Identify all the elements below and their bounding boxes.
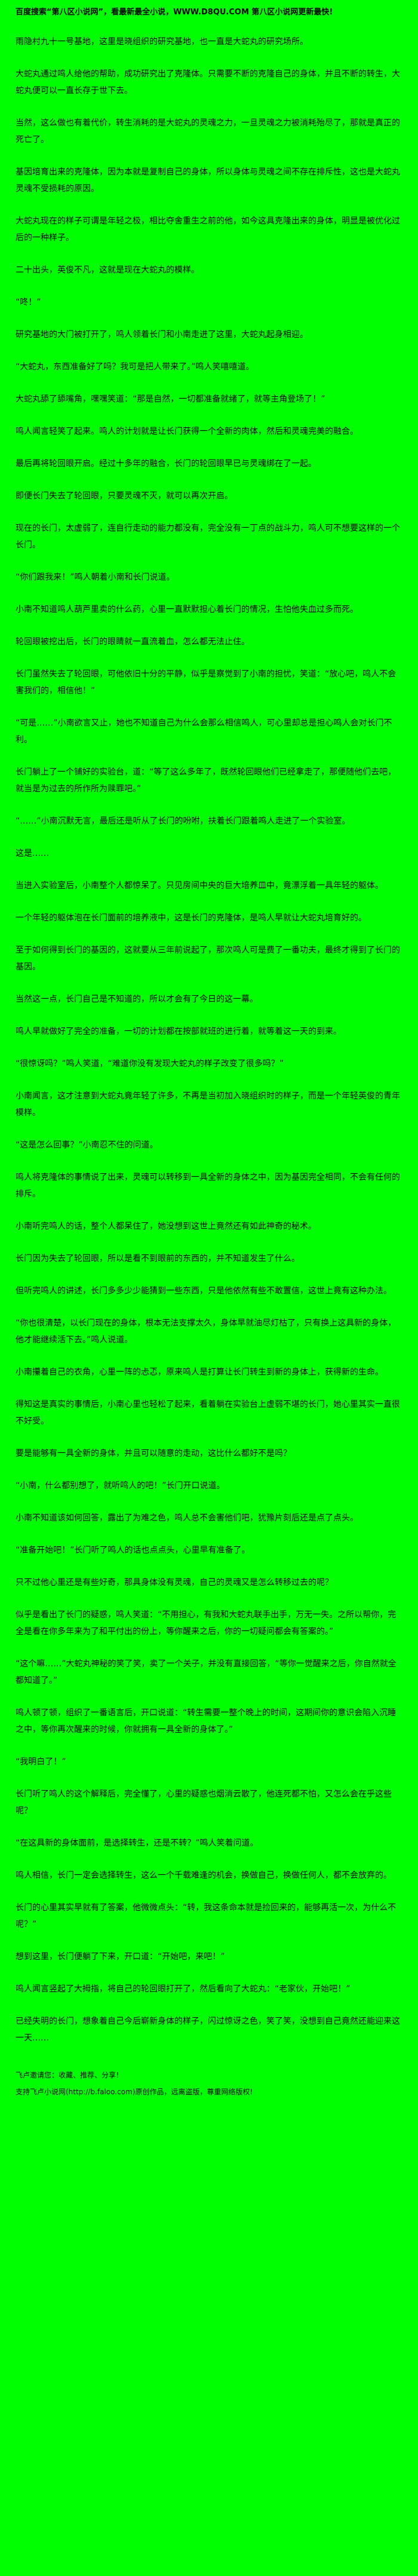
page-container: 百度搜索“第八区小说网”，看最新最全小说，WWW.D8QU.COM 第八区小说网… [16,8,402,2099]
site-promo-header: 百度搜索“第八区小说网”，看最新最全小说，WWW.D8QU.COM 第八区小说网… [16,8,333,17]
novel-paragraph: “大蛇丸，东西准备好了吗？我可是把人带来了。”鸣人笑嘻嘻道。 [16,362,254,372]
novel-paragraph: 当然，这么做也有着代价，转生消耗的是大蛇丸的灵魂之力，一旦灵魂之力被消耗殆尽了，… [16,118,400,145]
novel-paragraph: 现在的长门，太虚弱了，连自行走动的能力都没有，完全没有一丁点的战斗力，鸣人可不想… [16,524,400,550]
novel-paragraph: 雨隐村九十一号基地，这里是晓组织的研究基地，也一直是大蛇丸的研究场所。 [16,37,308,47]
novel-paragraph: “在这具新的身体面前，是选择转生，还是不转？”鸣人笑着问道。 [16,1838,259,1848]
novel-paragraph: 长门虽然失去了轮回眼，可他依旧十分的平静，似乎是察觉到了小南的担忧，笑道：“放心… [16,669,397,696]
footer-support-line: 支持飞卢小说网(http://b.faloo.com)原创作品，远离盗版，尊重网… [16,2088,253,2096]
novel-paragraph: 一个年轻的躯体泡在长门面前的培养液中，这是长门的克隆体，是鸣人早就让大蛇丸培育好… [16,913,367,923]
novel-paragraph: 鸣人相信，长门一定会选择转生，这么一个千载难逢的机会，换做自己，换做任何人，都不… [16,1871,392,1880]
novel-paragraph: 小南不知道该如何回答，露出了为难之色，鸣人总不会害他们吧，犹豫片刻后还是点了点头… [16,1513,358,1523]
novel-paragraph: 最后再将轮回眼开启。经过十多年的融合，长门的轮回眼早已与灵魂绑在了一起。 [16,459,316,469]
novel-paragraph: 鸣人顿了顿，组织了一番语言后，开口说道：“转生需要一整个晚上的时间，这期间你的意… [16,1708,397,1734]
novel-paragraph: 长门听了鸣人的这个解释后，完全懂了，心里的疑惑也烟消云散了，他连死都不怕，又怎么… [16,1789,392,1816]
novel-paragraph: 这是…… [16,849,49,858]
novel-paragraph: 鸣人闻言竖起了大拇指，将自己的轮回眼打开了，然后看向了大蛇丸：“老家伙，开始吧！… [16,1984,351,1994]
novel-paragraph: 当然这一点，长门自己是不知道的，所以才会有了今日的这一幕。 [16,995,258,1004]
novel-paragraph: 得知这是真实的事情后，小南心里也轻松了起来，看着躺在实验台上虚弱不堪的长门，她心… [16,1400,400,1426]
novel-paragraph: 研究基地的大门被打开了，鸣人领着长门和小南走进了这里，大蛇丸起身相迎。 [16,330,308,339]
novel-paragraph: 大蛇丸舔了舔嘴角，嘿嘿笑道：“那是自然，一切都准备就绪了，就等主角登场了！” [16,394,325,404]
novel-paragraph: 但听完鸣人的讲述，长门多多少少能猜到一些东西，只是他依然有些不敢置信，这世上竟有… [16,1286,392,1296]
novel-paragraph: 长门的心里其实早就有了答案，他微微点头：“转，我这条命本就是捡回来的，能够再活一… [16,1903,397,1929]
novel-paragraph: “很惊讶吗？”鸣人笑道，“难道你没有发现大蛇丸的样子改变了很多吗？” [16,1059,284,1069]
novel-paragraph: 大蛇丸现在的样子可谓是年轻之极，相比夺舍重生之前的他，如今这具克隆出来的身体，明… [16,216,400,243]
novel-paragraph: 只不过他心里还是有些好奇，那具身体没有灵魂，自己的灵魂又是怎么转移过去的呢？ [16,1578,333,1587]
novel-paragraph: 当进入实验室后，小南整个人都惊呆了。只见房间中央的巨大培养皿中，竟漂浮着一具年轻… [16,881,383,891]
novel-paragraph: 二十出头，英俊不凡，这就是现在大蛇丸的模样。 [16,265,199,275]
novel-paragraph: “咚！” [16,298,41,307]
novel-paragraph: 大蛇丸通过鸣人给他的帮助，成功研究出了克隆体。只需要不断的克隆自己的身体，并且不… [16,69,400,96]
novel-paragraph: 鸣人闻言轻笑了起来。鸣人的计划就是让长门获得一个全新的肉体，然后和灵魂完美的融合… [16,427,358,436]
novel-paragraph: 小南听完鸣人的话，整个人都呆住了，她没想到这世上竟然还有如此神奇的秘术。 [16,1222,316,1231]
novel-paragraph: 小南不知道鸣人葫芦里卖的什么药，心里一直默默担心着长门的情况，生怕他失血过多而死… [16,605,358,614]
novel-paragraph: 要是能够有一具全新的身体，并且可以随意的走动，这比什么都好不是吗？ [16,1449,291,1458]
novel-paragraph: “你们跟我来！”鸣人朝着小南和长门说道。 [16,573,175,582]
novel-paragraph: 小南闻言，这才注意到大蛇丸竟年轻了许多，不再是当初加入晓组织时的样子，而是一个年… [16,1091,400,1118]
novel-paragraph: “准备开始吧！”长门听了鸣人的话也点点头，心里早有准备了。 [16,1546,250,1555]
novel-paragraph: 长门躺上了一个铺好的实验台，道：“等了这么多年了，既然轮回眼他们已经拿走了，那便… [16,767,397,794]
novel-paragraph: 至于如何得到长门的基因的，这就要从三年前说起了，那次鸣人可是费了一番功夫，最终才… [16,946,400,972]
novel-paragraph: 想到这里，长门便躺了下来，开口道：“开始吧，来吧！” [16,1952,225,1962]
novel-paragraph: “你也很清楚，以长门现在的身体，根本无法支撑太久，身体早就油尽灯枯了，只有换上这… [16,1318,397,1345]
novel-paragraph: 即便长门失去了轮回眼，只要灵魂不灭，就可以再次开启。 [16,491,233,501]
novel-paragraph: “可是……”小南欲言又止，她也不知道自己为什么会那么相信鸣人，可心里却总是担心鸣… [16,718,392,745]
novel-paragraph: 长门因为失去了轮回眼，所以是看不到眼前的东西的，并不知道发生了什么。 [16,1254,300,1263]
novel-paragraph: 鸣人早就做好了完全的准备，一切的计划都在按部就班的进行着，就等着这一天的到来。 [16,1027,342,1036]
novel-paragraph: “……”小南沉默无言，最后还是听从了长门的吩咐，扶着长门跟着鸣人走进了一个实验室… [16,816,351,826]
novel-paragraph: 已经失明的长门，想象着自己今后崭新身体的样子，闪过惊讶之色，笑了笑，没想到自己竟… [16,2017,400,2043]
chapter-content: 雨隐村九十一号基地，这里是晓组织的研究基地，也一直是大蛇丸的研究场所。大蛇丸通过… [16,33,402,2046]
footer-invite-line: 飞卢邀请您：收藏、推荐、分享！ [16,2071,124,2079]
novel-paragraph: “我明白了！” [16,1757,66,1767]
footer: 飞卢邀请您：收藏、推荐、分享！ 支持飞卢小说网(http://b.faloo.c… [16,2068,402,2099]
novel-paragraph: “这个嘛……”大蛇丸神秘的笑了笑，卖了一个关子，并没有直接回答，“等你一觉醒来之… [16,1659,397,1685]
novel-paragraph: 基因培育出来的克隆体，因为本就是复制自己的身体，所以身体与灵魂之间不存在排斥性，… [16,167,400,194]
novel-paragraph: “这是怎么回事？”小南忍不住的问道。 [16,1140,158,1150]
novel-paragraph: “小南，什么都别想了，就听鸣人的吧！”长门开口说道。 [16,1481,225,1491]
novel-paragraph: 小南攥着自己的衣角，心里一阵的忐忑，原来鸣人是打算让长门转生到新的身体上，获得新… [16,1367,383,1377]
novel-paragraph: 似乎是看出了长门的疑惑，鸣人笑道：“不用担心，有我和大蛇丸联手出手，万无一失。之… [16,1610,397,1636]
novel-paragraph: 鸣人将克隆体的事情说了出来，灵魂可以转移到一具全新的身体之中，因为基因完全相同，… [16,1173,400,1199]
novel-paragraph: 轮回眼被挖出后，长门的眼睛就一直流着血，怎么都无法止住。 [16,637,250,647]
